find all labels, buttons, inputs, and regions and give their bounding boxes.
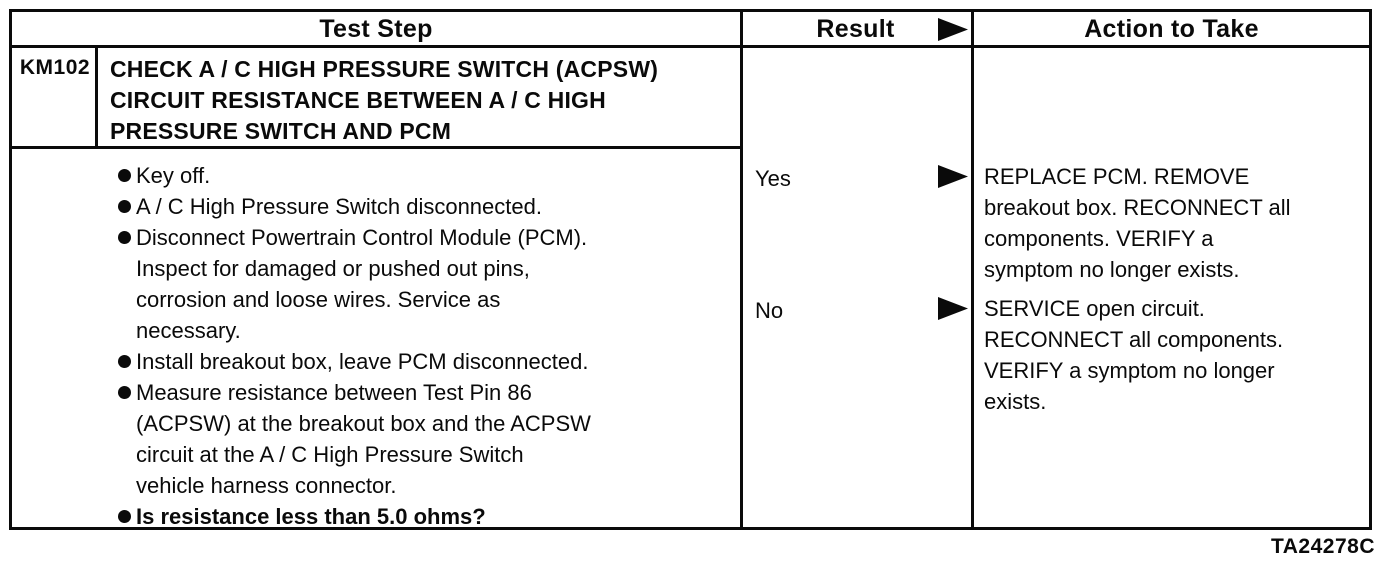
header-row-divider xyxy=(12,45,1369,48)
action-for-no: SERVICE open circuit. RECONNECT all comp… xyxy=(984,296,1284,414)
test-step-title: CHECK A / C HIGH PRESSURE SWITCH (ACPSW)… xyxy=(110,56,659,144)
test-id-divider xyxy=(95,48,98,146)
yes-arrow-icon xyxy=(938,165,968,188)
column-divider-test-result xyxy=(740,12,743,527)
column-header-test-step: Test Step xyxy=(319,15,433,43)
procedure-step: Key off. xyxy=(12,160,736,191)
figure-code: TA24278C xyxy=(1271,535,1375,558)
test-step-id: KM102 xyxy=(19,56,91,79)
result-yes-label: Yes xyxy=(755,166,791,191)
test-procedure-list: Key off. A / C High Pressure Switch disc… xyxy=(12,160,736,532)
column-divider-result-action xyxy=(971,12,974,527)
procedure-step: Measure resistance between Test Pin 86 (… xyxy=(12,377,736,501)
pinpoint-test-table: Test Step Result Action to Take KM102 CH… xyxy=(9,9,1372,530)
procedure-step: Disconnect Powertrain Control Module (PC… xyxy=(12,222,736,346)
action-for-yes: REPLACE PCM. REMOVE breakout box. RECONN… xyxy=(984,164,1291,282)
column-header-action-to-take: Action to Take xyxy=(1084,15,1259,43)
result-no-label: No xyxy=(755,298,784,323)
procedure-question: Is resistance less than 5.0 ohms? xyxy=(12,501,736,532)
no-arrow-icon xyxy=(938,297,968,320)
result-arrow-icon xyxy=(938,18,968,41)
procedure-step: A / C High Pressure Switch disconnected. xyxy=(12,191,736,222)
column-header-result: Result xyxy=(816,15,895,43)
test-title-row-divider xyxy=(12,146,740,149)
procedure-step: Install breakout box, leave PCM disconne… xyxy=(12,346,736,377)
